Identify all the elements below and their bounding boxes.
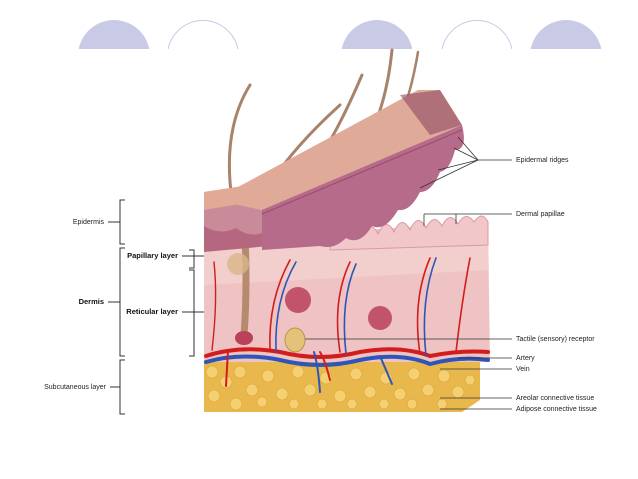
- epidermis-flap: [214, 90, 464, 250]
- label-areolar-tissue: Areolar connective tissue: [516, 395, 594, 402]
- left-brackets: [108, 199, 204, 415]
- label-subcutaneous-layer: Subcutaneous layer: [44, 384, 107, 391]
- circle-mask: [0, 49, 638, 109]
- subcutaneous-layer: [204, 362, 480, 412]
- label-epidermis: Epidermis: [73, 219, 105, 226]
- right-leader-lines: [305, 136, 512, 410]
- label-epidermal-ridges: Epidermal ridges: [516, 157, 569, 164]
- label-tactile-receptor: Tactile (sensory) receptor: [516, 336, 595, 343]
- label-vein: Vein: [516, 366, 530, 373]
- dermis: [204, 215, 490, 393]
- label-reticular-layer: Reticular layer: [126, 307, 178, 316]
- label-dermis: Dermis: [79, 297, 104, 306]
- label-dermal-papillae: Dermal papillae: [516, 211, 565, 218]
- label-papillary-layer: Papillary layer: [127, 251, 178, 260]
- label-adipose-tissue: Adipose connective tissue: [516, 406, 597, 413]
- label-artery: Artery: [516, 355, 535, 362]
